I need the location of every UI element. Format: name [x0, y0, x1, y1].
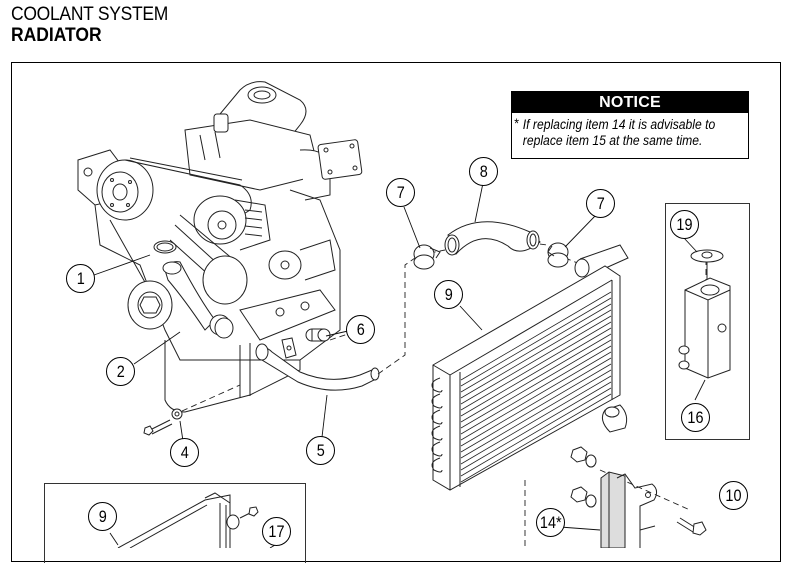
bolt-4-drawing — [143, 408, 183, 436]
callout-7-left: 7 — [386, 178, 415, 207]
hose-8-drawing — [444, 221, 541, 256]
callout-8: 8 — [469, 157, 498, 186]
reservoir-inset-frame — [665, 203, 750, 440]
callout-label: 14* — [539, 513, 562, 532]
callout-label: 8 — [479, 162, 488, 181]
notice-heading: NOTICE — [512, 92, 748, 113]
notice-asterisk: * — [513, 116, 519, 131]
clamp-7-left-drawing — [413, 244, 441, 270]
callout-16: 16 — [681, 403, 710, 432]
callout-label: 2 — [116, 362, 125, 381]
notice-text: If replacing item 14 it is advisable to … — [522, 117, 716, 148]
callout-14: 14* — [536, 508, 565, 537]
engine-drawing — [77, 81, 380, 413]
callout-label: 6 — [356, 320, 365, 339]
callout-6: 6 — [346, 315, 375, 344]
callout-label: 10 — [725, 486, 742, 505]
exploded-view-illustration — [77, 81, 731, 548]
callout-label: 4 — [180, 443, 189, 462]
callout-label: 5 — [316, 441, 325, 460]
callout-label: 17 — [268, 522, 285, 541]
notice-body: * If replacing item 14 it is advisable t… — [512, 113, 751, 149]
notice-box: NOTICE * If replacing item 14 it is advi… — [511, 91, 749, 159]
callout-9-inset: 9 — [88, 502, 117, 531]
callout-10: 10 — [719, 481, 748, 510]
callout-label: 9 — [444, 285, 453, 304]
callout-4: 4 — [170, 438, 199, 467]
reservoir-16-drawing — [678, 249, 731, 379]
callout-label: 7 — [396, 183, 405, 202]
callout-9: 9 — [434, 280, 463, 309]
bracket-10-drawing — [570, 446, 707, 548]
radiator-9-drawing — [431, 244, 629, 491]
callout-label: 9 — [98, 507, 107, 526]
callout-label: 16 — [687, 408, 704, 427]
clamp-7-right-drawing — [547, 242, 569, 268]
callout-2: 2 — [106, 357, 135, 386]
callout-label: 7 — [596, 194, 605, 213]
callout-1: 1 — [66, 264, 95, 293]
callout-label: 19 — [676, 215, 693, 234]
section-heading: COOLANT SYSTEM — [11, 4, 169, 25]
callout-19: 19 — [670, 210, 699, 239]
callout-17: 17 — [262, 517, 291, 546]
leader-lines — [93, 182, 706, 548]
page-title: RADIATOR — [11, 25, 102, 46]
radiator-detail-inset-frame — [44, 483, 306, 563]
callout-label: 1 — [76, 269, 85, 288]
callout-5: 5 — [306, 436, 335, 465]
inset-radiator-drawing — [117, 492, 259, 548]
callout-7-right: 7 — [586, 189, 615, 218]
